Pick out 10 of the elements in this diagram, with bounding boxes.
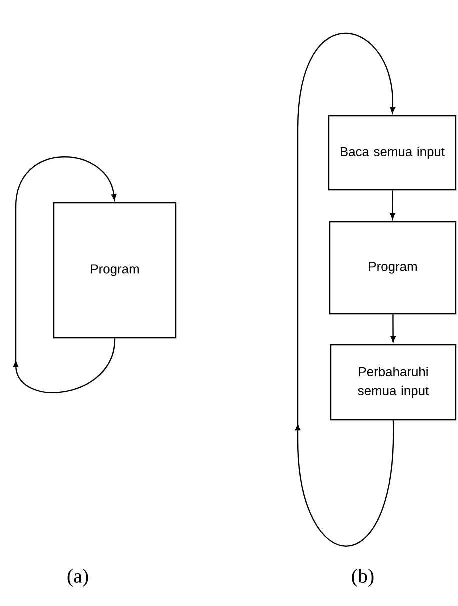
panel-label: (b) [352,568,374,588]
process-box: Program [53,202,177,339]
process-box: Perbaharuhi semua input [330,344,457,421]
arrow [390,314,396,343]
loop-arrow [13,156,117,394]
panel-label: (a) [68,568,88,588]
loop-arrow [295,34,396,547]
process-box: Program [329,221,457,315]
process-box: Baca semua input [328,115,457,191]
arrow [390,190,396,220]
